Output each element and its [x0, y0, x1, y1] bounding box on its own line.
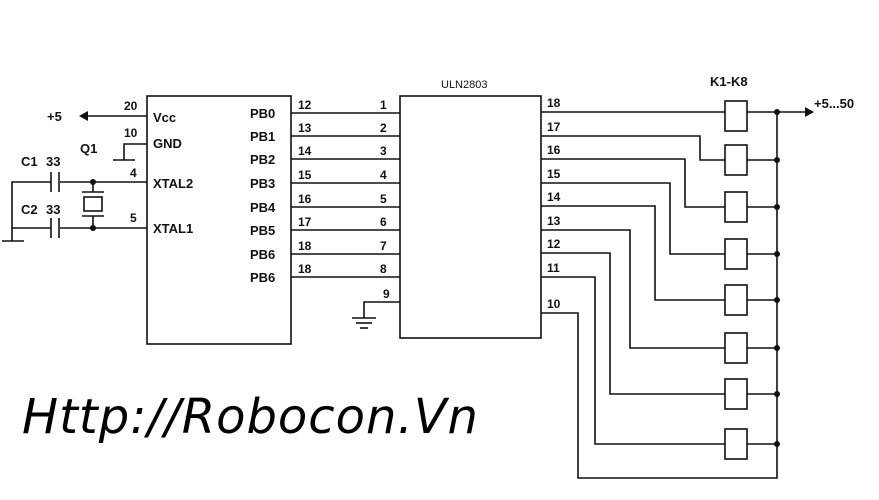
mcu-pin-num-gnd: 10 [124, 126, 138, 140]
mcu-pin-name-pb1: PB1 [250, 129, 275, 144]
mcu-pin-name-xtal2: XTAL2 [153, 176, 193, 191]
mcu-pin-num-xtal1: 5 [130, 211, 137, 225]
driver-out-pin-18: 18 [547, 96, 561, 110]
crystal-label: Q1 [80, 141, 97, 156]
driver-chip [399, 95, 542, 339]
mcu-pin-name-pb2: PB2 [250, 152, 275, 167]
mcu-pin-num-pb4: 16 [298, 192, 312, 206]
capacitors [2, 172, 60, 242]
mcu-pin-num-pb0: 12 [298, 98, 312, 112]
vcc-arrow-icon [79, 111, 88, 121]
driver-out-pin-12: 12 [547, 237, 561, 251]
mcu-pin-name-pb4: PB4 [250, 200, 276, 215]
relay-coils [724, 100, 748, 460]
supply-arrow-icon [805, 107, 814, 117]
driver-out-pin-17: 17 [547, 120, 561, 134]
driver-out-pin-14: 14 [547, 190, 561, 204]
mcu-pin-num-pb5: 17 [298, 215, 312, 229]
relay-supply-label: +5...50 [814, 96, 854, 111]
cap-c1-value: 33 [46, 154, 60, 169]
mcu-pin-num-pb1: 13 [298, 121, 312, 135]
mcu-pin-name-pb0: PB0 [250, 106, 275, 121]
mcu-pin-num-xtal2: 4 [130, 166, 137, 180]
driver-in-pin-8: 8 [380, 262, 387, 276]
mcu-pin-name-pb5: PB5 [250, 223, 275, 238]
mcu-pin-name-xtal1: XTAL1 [153, 221, 193, 236]
relay-k1 [724, 100, 748, 132]
relay-k7 [724, 378, 748, 410]
mcu-to-driver-bus [291, 112, 400, 278]
mcu-pin-name-pb6a: PB6 [250, 247, 275, 262]
mcu-pin-num-vcc: 20 [124, 99, 138, 113]
relay-k4 [724, 238, 748, 270]
driver-gnd-pin: 9 [383, 287, 390, 301]
cap-c1-name: C1 [21, 154, 38, 169]
driver-in-pin-5: 5 [380, 192, 387, 206]
mcu-pin-num-pb2: 14 [298, 144, 312, 158]
relay-supply-rail [747, 107, 814, 447]
mcu-pin-num-pb6b: 18 [298, 262, 312, 276]
driver-in-pin-4: 4 [380, 168, 387, 182]
mcu-pin-name-pb3: PB3 [250, 176, 275, 191]
mcu-pin-num-pb6a: 18 [298, 239, 312, 253]
relay-k3 [724, 191, 748, 223]
driver-to-relay-wires [541, 111, 778, 479]
driver-in-pin-3: 3 [380, 144, 387, 158]
mcu-chip [146, 95, 292, 345]
vcc-label: +5 [47, 109, 62, 124]
driver-in-pin-2: 2 [380, 121, 387, 135]
relay-k8 [724, 428, 748, 460]
mcu-ground [113, 143, 147, 161]
driver-ground [352, 301, 400, 329]
driver-input-pins: 1 2 3 4 5 6 7 8 9 [380, 98, 390, 301]
driver-out-pin-16: 16 [547, 143, 561, 157]
driver-out-pin-15: 15 [547, 167, 561, 181]
watermark-text: Http://Robocon.Vn [22, 389, 479, 445]
mcu-pin-name-pb6b: PB6 [250, 270, 275, 285]
mcu-pin-num-pb3: 15 [298, 168, 312, 182]
driver-title: ULN2803 [441, 79, 487, 91]
vcc-connection [79, 111, 147, 121]
relays-label: K1-K8 [710, 74, 748, 89]
driver-in-pin-1: 1 [380, 98, 387, 112]
mcu-pin-name-gnd: GND [153, 136, 182, 151]
relay-k2 [724, 144, 748, 176]
relay-k6 [724, 332, 748, 364]
crystal-q1 [60, 179, 147, 231]
driver-out-pin-13: 13 [547, 214, 561, 228]
driver-out-pin-11: 11 [547, 261, 560, 275]
relay-k5 [724, 284, 748, 316]
driver-in-pin-6: 6 [380, 215, 387, 229]
cap-c2-value: 33 [46, 202, 60, 217]
mcu-pin-name-vcc: Vcc [153, 110, 176, 125]
cap-c2-name: C2 [21, 202, 38, 217]
driver-output-pins: 18 17 16 15 14 13 12 11 10 [547, 96, 561, 311]
driver-out-pin-10: 10 [547, 297, 561, 311]
mcu-right-pins: PB0 12 PB1 13 PB2 14 PB3 15 PB4 16 PB5 1… [250, 98, 312, 285]
driver-in-pin-7: 7 [380, 239, 387, 253]
